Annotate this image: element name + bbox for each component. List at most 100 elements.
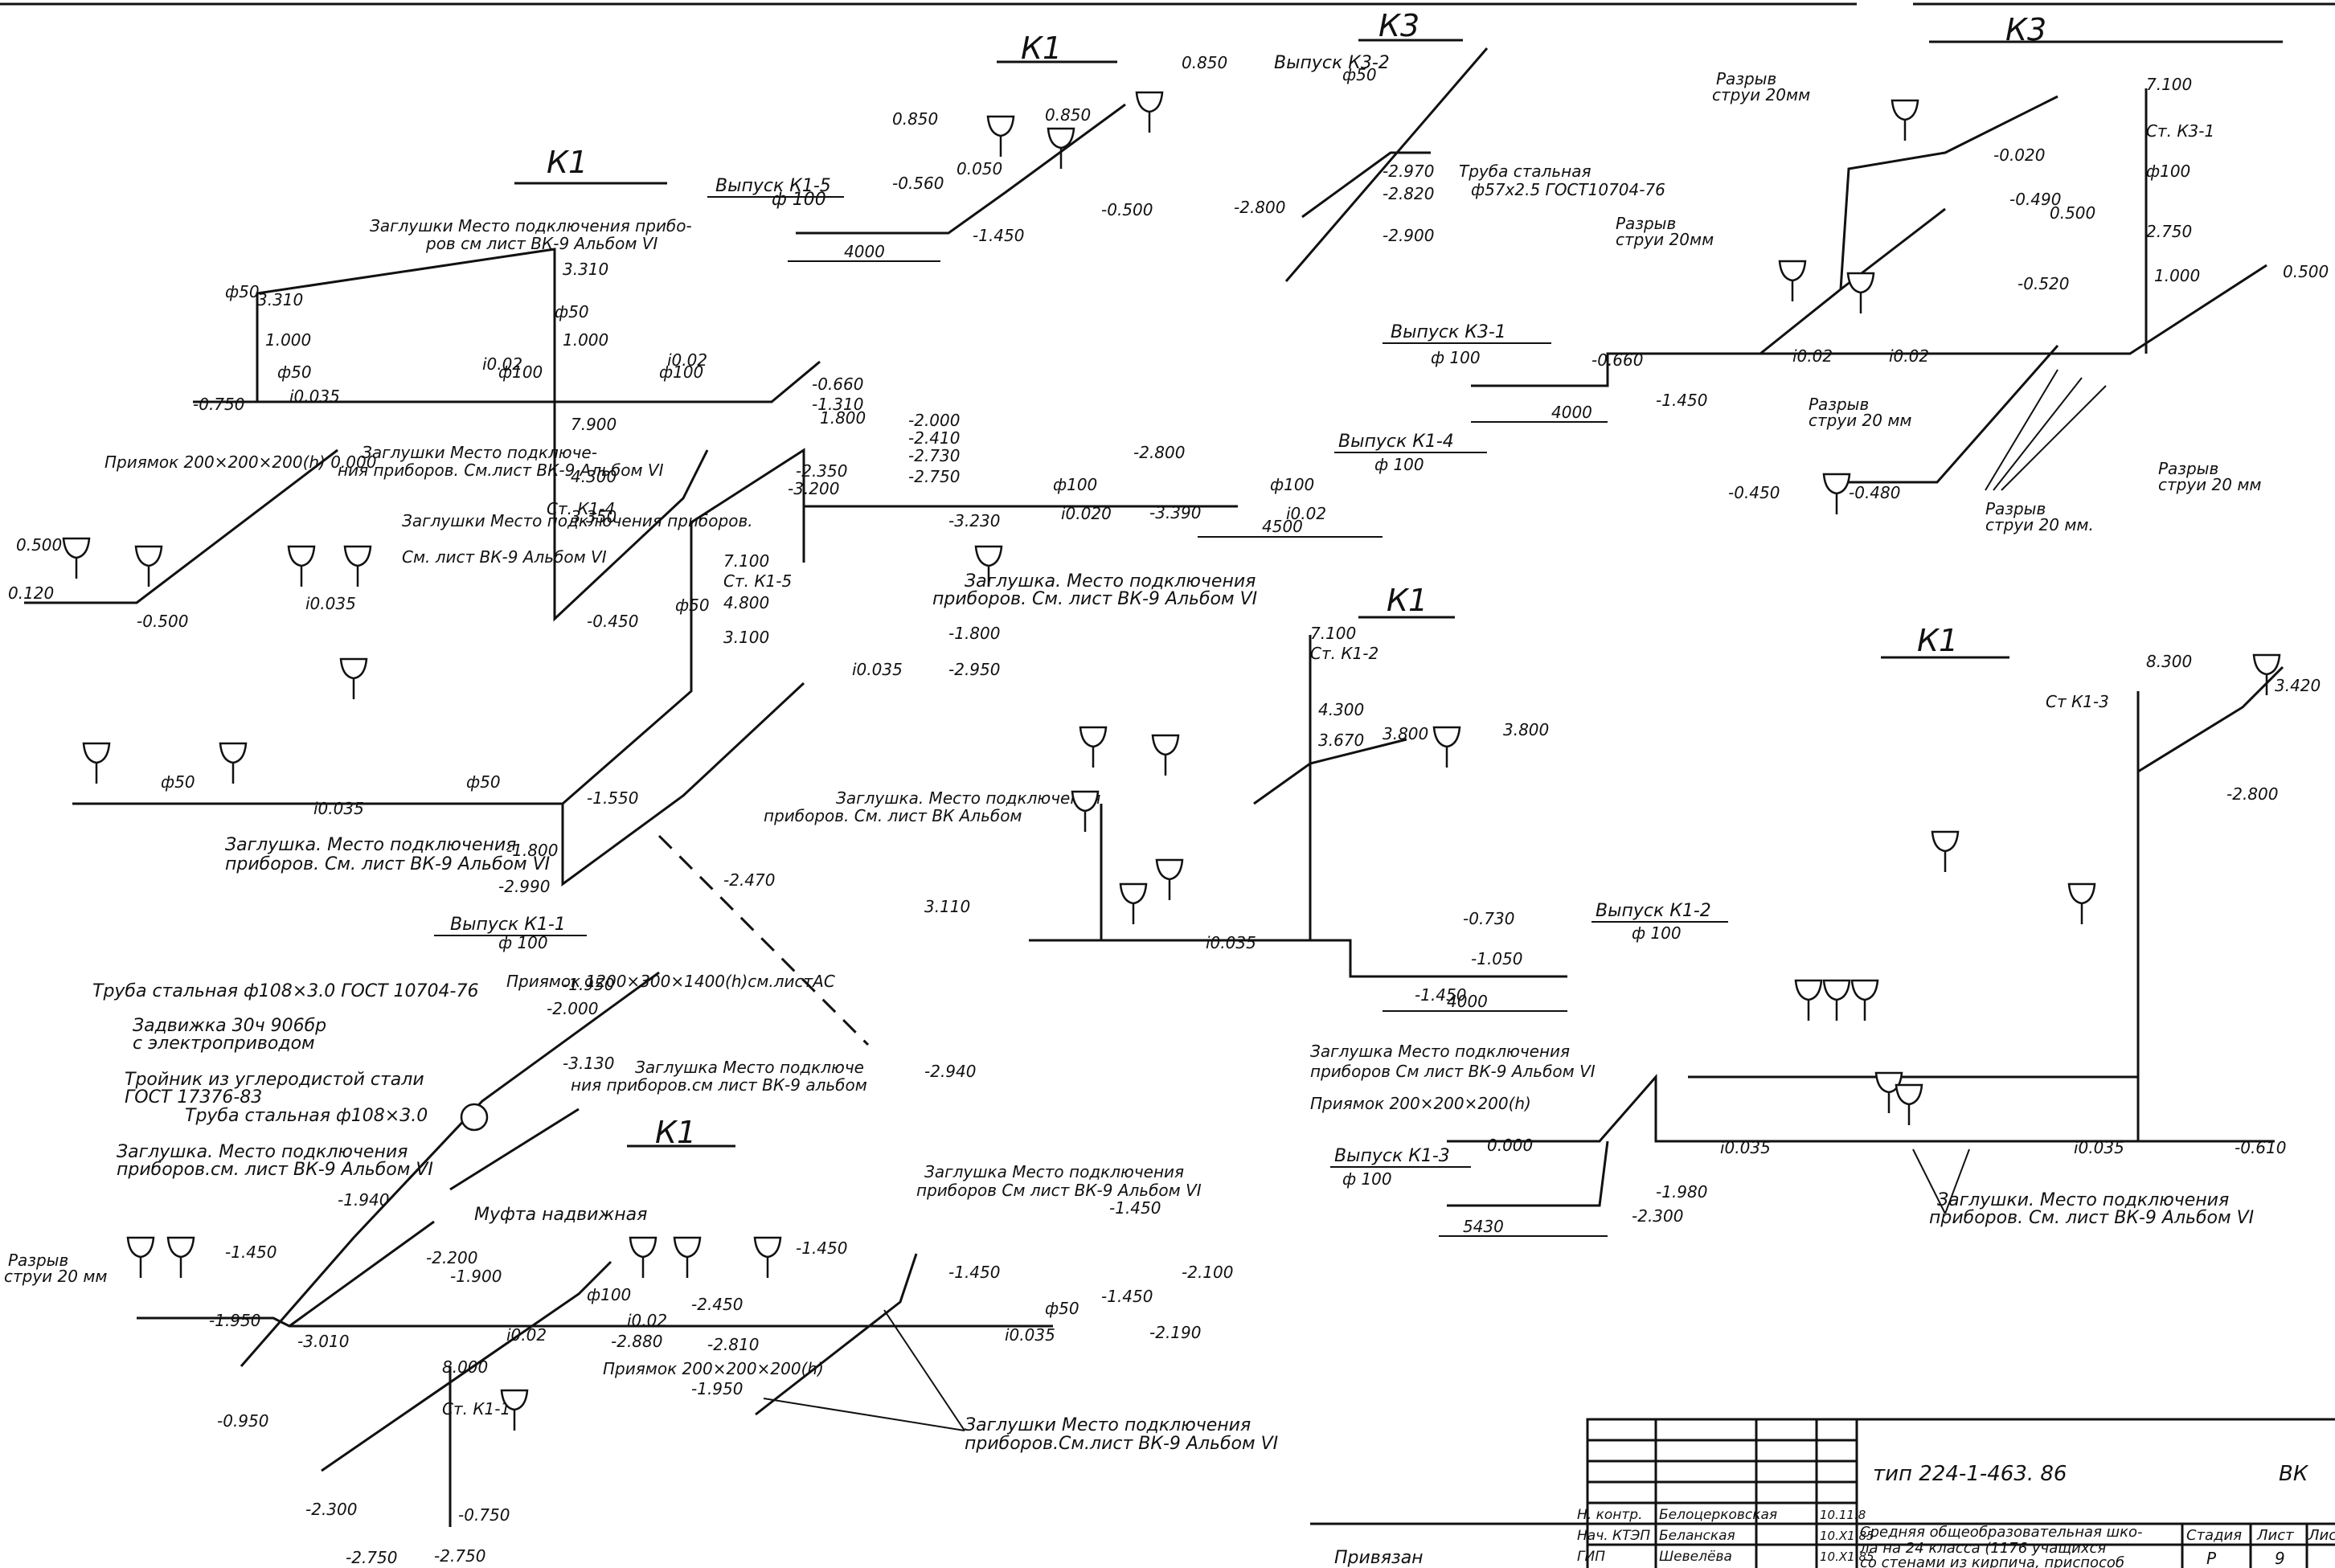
slope: i0.02: [482, 354, 522, 374]
pipe: [796, 103, 1126, 235]
sink-fixture-icon: [82, 742, 111, 784]
level: -2.200: [426, 1248, 477, 1267]
sink-fixture-icon: [1135, 91, 1164, 133]
slope: i0.02: [506, 1325, 547, 1345]
outlet-dia: ф 100: [1431, 348, 1481, 367]
level: 7.100: [723, 551, 769, 571]
outlet-dia: ф 100: [498, 933, 548, 952]
bound-label: Привязан: [1334, 1548, 1424, 1568]
stage-value: Р: [2206, 1549, 2217, 1568]
sink-fixture-icon: [126, 1236, 155, 1278]
system-k3-right: К3 Выпуск К3-1 ф 100 4000 7.100 Ст. К3-1…: [1383, 12, 2329, 534]
level: -3.200: [788, 479, 839, 498]
sink-fixture-icon: [1047, 127, 1075, 169]
outlet-title: Выпуск К1-2: [1596, 901, 1711, 921]
row-name: Шевелёва: [1659, 1549, 1732, 1565]
system-k1-left: К1 Заглушки Место подключения прибо- ров…: [8, 145, 1326, 1081]
level: 1.000: [563, 330, 608, 350]
note-coupling: Муфта надвижная: [474, 1205, 647, 1225]
riser-k1-5: [690, 448, 805, 563]
sink-fixture-icon: [1119, 882, 1148, 924]
note-valve: Задвижка 30ч 906бр: [133, 1016, 326, 1036]
row-date: 10.11.8: [1820, 1508, 1866, 1522]
sink-fixture-icon: [1151, 734, 1180, 776]
riser-label: Ст. К1-5: [723, 571, 792, 591]
riser-label: Ст К1-3: [2046, 692, 2109, 711]
note: струи 20мм: [1712, 85, 1810, 104]
level: -2.450: [691, 1295, 743, 1314]
trunk-k1-3: [1447, 1074, 2275, 1143]
note-pit: Приямок 200×200×200(h): [603, 1359, 824, 1378]
level: 0.500: [16, 535, 62, 555]
note-plug: приборов. См. лист ВК-9 Альбом VI: [225, 854, 550, 874]
note-plug: приборов.см. лист ВК-9 Альбом VI: [117, 1160, 433, 1180]
note: струи 20 мм.: [1985, 515, 2094, 534]
sink-fixture-icon: [1079, 726, 1108, 768]
row-role: Н. контр.: [1577, 1507, 1642, 1523]
level: 4.800: [723, 593, 769, 612]
level: -0.490: [2009, 190, 2061, 209]
sink-fixture-icon: [343, 545, 372, 587]
note-plug: приборов. См. лист ВК-9 Альбом VI: [1929, 1208, 2254, 1228]
pipe: [289, 1220, 435, 1328]
sink-fixture-icon: [219, 742, 248, 784]
level: -0.560: [892, 174, 944, 193]
note-pit: Приямок 200×200×200(h) 0.000: [104, 452, 376, 472]
leader: [883, 1309, 965, 1431]
level: -0.500: [137, 612, 188, 631]
branch: [1833, 345, 2059, 484]
level: -0.660: [812, 375, 863, 394]
diameter: ф100: [587, 1285, 631, 1304]
sink-fixture-icon: [1432, 726, 1461, 768]
note-plug: Заглушка. Место подключения: [225, 835, 516, 855]
diameter: ф50: [555, 302, 589, 321]
outlet-k1-1: Выпуск К1-1 ф 100 Приямок 1200×300×1400(…: [92, 915, 867, 1367]
level: -2.100: [1182, 1263, 1233, 1282]
note: струи 20 мм: [4, 1267, 108, 1286]
sheet-number: 9: [2275, 1549, 2285, 1568]
trunk-k1-2: [1029, 939, 1567, 978]
row-name: Белоцерковская: [1659, 1507, 1777, 1523]
level: -3.390: [1149, 503, 1201, 522]
level: -0.750: [193, 395, 244, 414]
sink-fixture-icon: [166, 1236, 195, 1278]
leader: [1993, 377, 2083, 491]
level: 3.800: [1383, 724, 1428, 743]
diameter: ф50: [675, 596, 710, 615]
trunk-k3: [1760, 264, 2267, 355]
note-tee: Тройник из углеродистой стали: [125, 1070, 424, 1090]
stage-label: Стадия: [2186, 1527, 2242, 1544]
level: -1.550: [587, 788, 638, 808]
sink-fixture-icon: [1874, 1071, 1903, 1113]
diameter: ф50: [277, 362, 312, 382]
level: 3.110: [924, 897, 970, 916]
outlet-dia: ф 100: [1374, 455, 1424, 474]
title-block: тип 224-1-463. 86 ВК Привязан Н. контр. …: [1310, 1418, 2335, 1568]
sanitary-fixtures: [62, 91, 2281, 1431]
doc-mark: ВК: [2279, 1462, 2309, 1486]
level: -2.730: [908, 446, 960, 465]
note-plug: Заглушка Место подключе: [635, 1058, 864, 1077]
row-role: Нач. КТЭП: [1577, 1528, 1650, 1544]
slope: i0.02: [1792, 346, 1833, 366]
slope: i0.035: [1206, 933, 1256, 952]
diameter: ф100: [2146, 162, 2190, 181]
level: -1.450: [1109, 1198, 1161, 1218]
diameter: ф50: [1045, 1299, 1079, 1318]
diameter: ф100: [498, 362, 543, 382]
note-pit: Приямок 1200×300×1400(h)см.листАС: [506, 972, 835, 991]
note-plug: приборов.См.лист ВК-9 Альбом VI: [965, 1434, 1278, 1454]
riser-label: Ст. К1-1: [442, 1399, 510, 1419]
branch: [553, 449, 709, 622]
outlet-dia: ф50: [1342, 65, 1377, 84]
level: -3.010: [297, 1332, 349, 1351]
trunk-k1-4: [193, 360, 821, 403]
branch: [2137, 665, 2284, 773]
branch: [755, 1253, 918, 1416]
sink-fixture-icon: [1931, 830, 1960, 872]
branch-lower: [561, 682, 805, 886]
note: Разрыв: [1809, 395, 1869, 414]
sink-fixture-icon: [1794, 979, 1823, 1021]
section-title: К1: [1387, 583, 1428, 618]
